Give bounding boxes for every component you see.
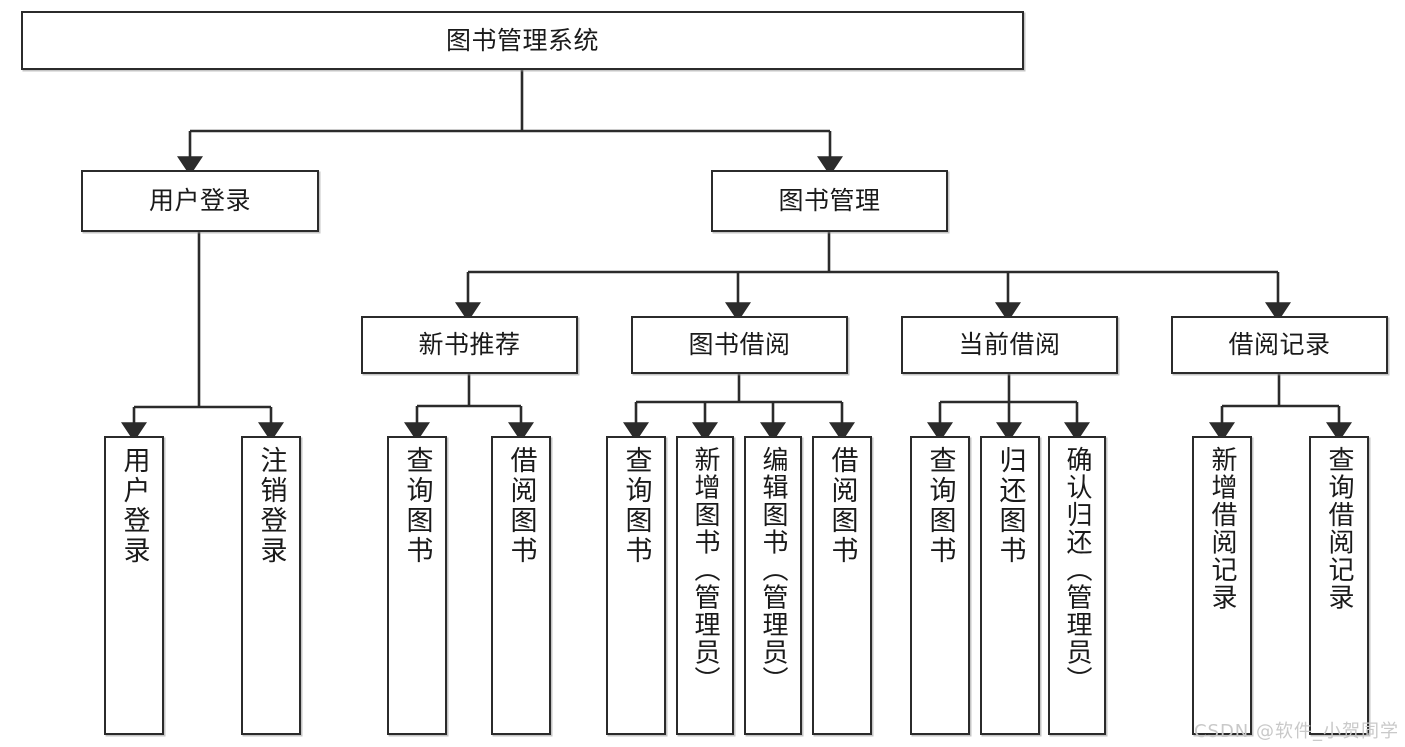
leaf-borrow-book-borrowing[interactable]: 借阅图书 — [812, 436, 872, 735]
node-label: 图书管理系统 — [445, 25, 599, 55]
leaf-confirm-return-admin[interactable]: 确认归还（管理员） — [1048, 436, 1106, 735]
leaf-logout[interactable]: 注销登录 — [241, 436, 301, 735]
node-label: 编辑图书（管理员） — [758, 446, 788, 694]
node-label: 查询图书 — [620, 446, 652, 566]
leaf-query-book-newbook[interactable]: 查询图书 — [387, 436, 447, 735]
node-label: 用户登录 — [148, 186, 251, 216]
node-label: 新书推荐 — [418, 330, 521, 360]
leaf-user-login[interactable]: 用户登录 — [104, 436, 164, 735]
node-book-management[interactable]: 图书管理 — [711, 170, 948, 232]
node-label: 查询借阅记录 — [1324, 446, 1354, 611]
leaf-query-book-borrowing[interactable]: 查询图书 — [606, 436, 666, 735]
leaf-edit-book-admin[interactable]: 编辑图书（管理员） — [744, 436, 802, 735]
node-new-book-recommendation[interactable]: 新书推荐 — [361, 316, 578, 374]
node-label: 当前借阅 — [958, 330, 1061, 360]
csdn-watermark: CSDN @软件_小贺同学 — [1193, 721, 1399, 742]
node-root-book-management-system[interactable]: 图书管理系统 — [21, 11, 1024, 70]
node-label: 用户登录 — [118, 446, 150, 566]
node-label: 新增借阅记录 — [1207, 446, 1237, 611]
node-label: 借阅图书 — [826, 446, 858, 566]
node-label: 新增图书（管理员） — [690, 446, 720, 694]
node-label: 借阅记录 — [1228, 330, 1331, 360]
node-user-login[interactable]: 用户登录 — [81, 170, 319, 232]
node-label: 借阅图书 — [505, 446, 537, 566]
leaf-return-book[interactable]: 归还图书 — [980, 436, 1040, 735]
node-label: 查询图书 — [401, 446, 433, 566]
node-label: 图书管理 — [778, 186, 881, 216]
node-label: 确认归还（管理员） — [1062, 446, 1092, 694]
node-label: 查询图书 — [924, 446, 956, 566]
leaf-add-borrowing-record[interactable]: 新增借阅记录 — [1192, 436, 1252, 735]
leaf-borrow-book-newbook[interactable]: 借阅图书 — [491, 436, 551, 735]
leaf-query-book-current[interactable]: 查询图书 — [910, 436, 970, 735]
node-label: 归还图书 — [994, 446, 1026, 566]
node-current-borrowing[interactable]: 当前借阅 — [901, 316, 1118, 374]
leaf-add-book-admin[interactable]: 新增图书（管理员） — [676, 436, 734, 735]
node-book-borrowing[interactable]: 图书借阅 — [631, 316, 848, 374]
leaf-query-borrowing-record[interactable]: 查询借阅记录 — [1309, 436, 1369, 735]
node-borrowing-record[interactable]: 借阅记录 — [1171, 316, 1388, 374]
node-label: 图书借阅 — [688, 330, 791, 360]
node-label: 注销登录 — [255, 446, 287, 566]
